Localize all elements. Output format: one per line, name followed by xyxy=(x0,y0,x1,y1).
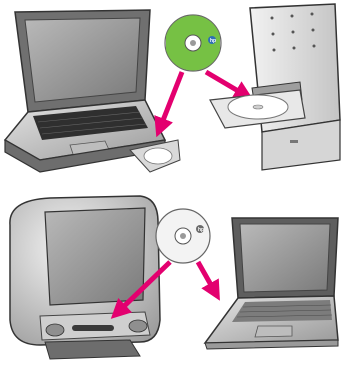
arrow-to-powerbook xyxy=(195,260,220,301)
disc-hp-logo: hp xyxy=(198,227,204,233)
arrow-to-imac xyxy=(110,260,172,319)
cd-disc-icon: hp xyxy=(164,14,222,72)
cd-disc-icon: hp xyxy=(155,208,211,264)
laptop-pc-icon xyxy=(3,9,181,173)
arrow-to-laptop xyxy=(154,71,185,138)
arrow-to-tower xyxy=(204,69,254,101)
tower-pc-icon xyxy=(209,3,341,171)
powerbook-laptop-icon xyxy=(203,217,339,350)
disc-hp-logo: hp xyxy=(210,38,216,44)
imac-g3-icon xyxy=(9,195,161,360)
